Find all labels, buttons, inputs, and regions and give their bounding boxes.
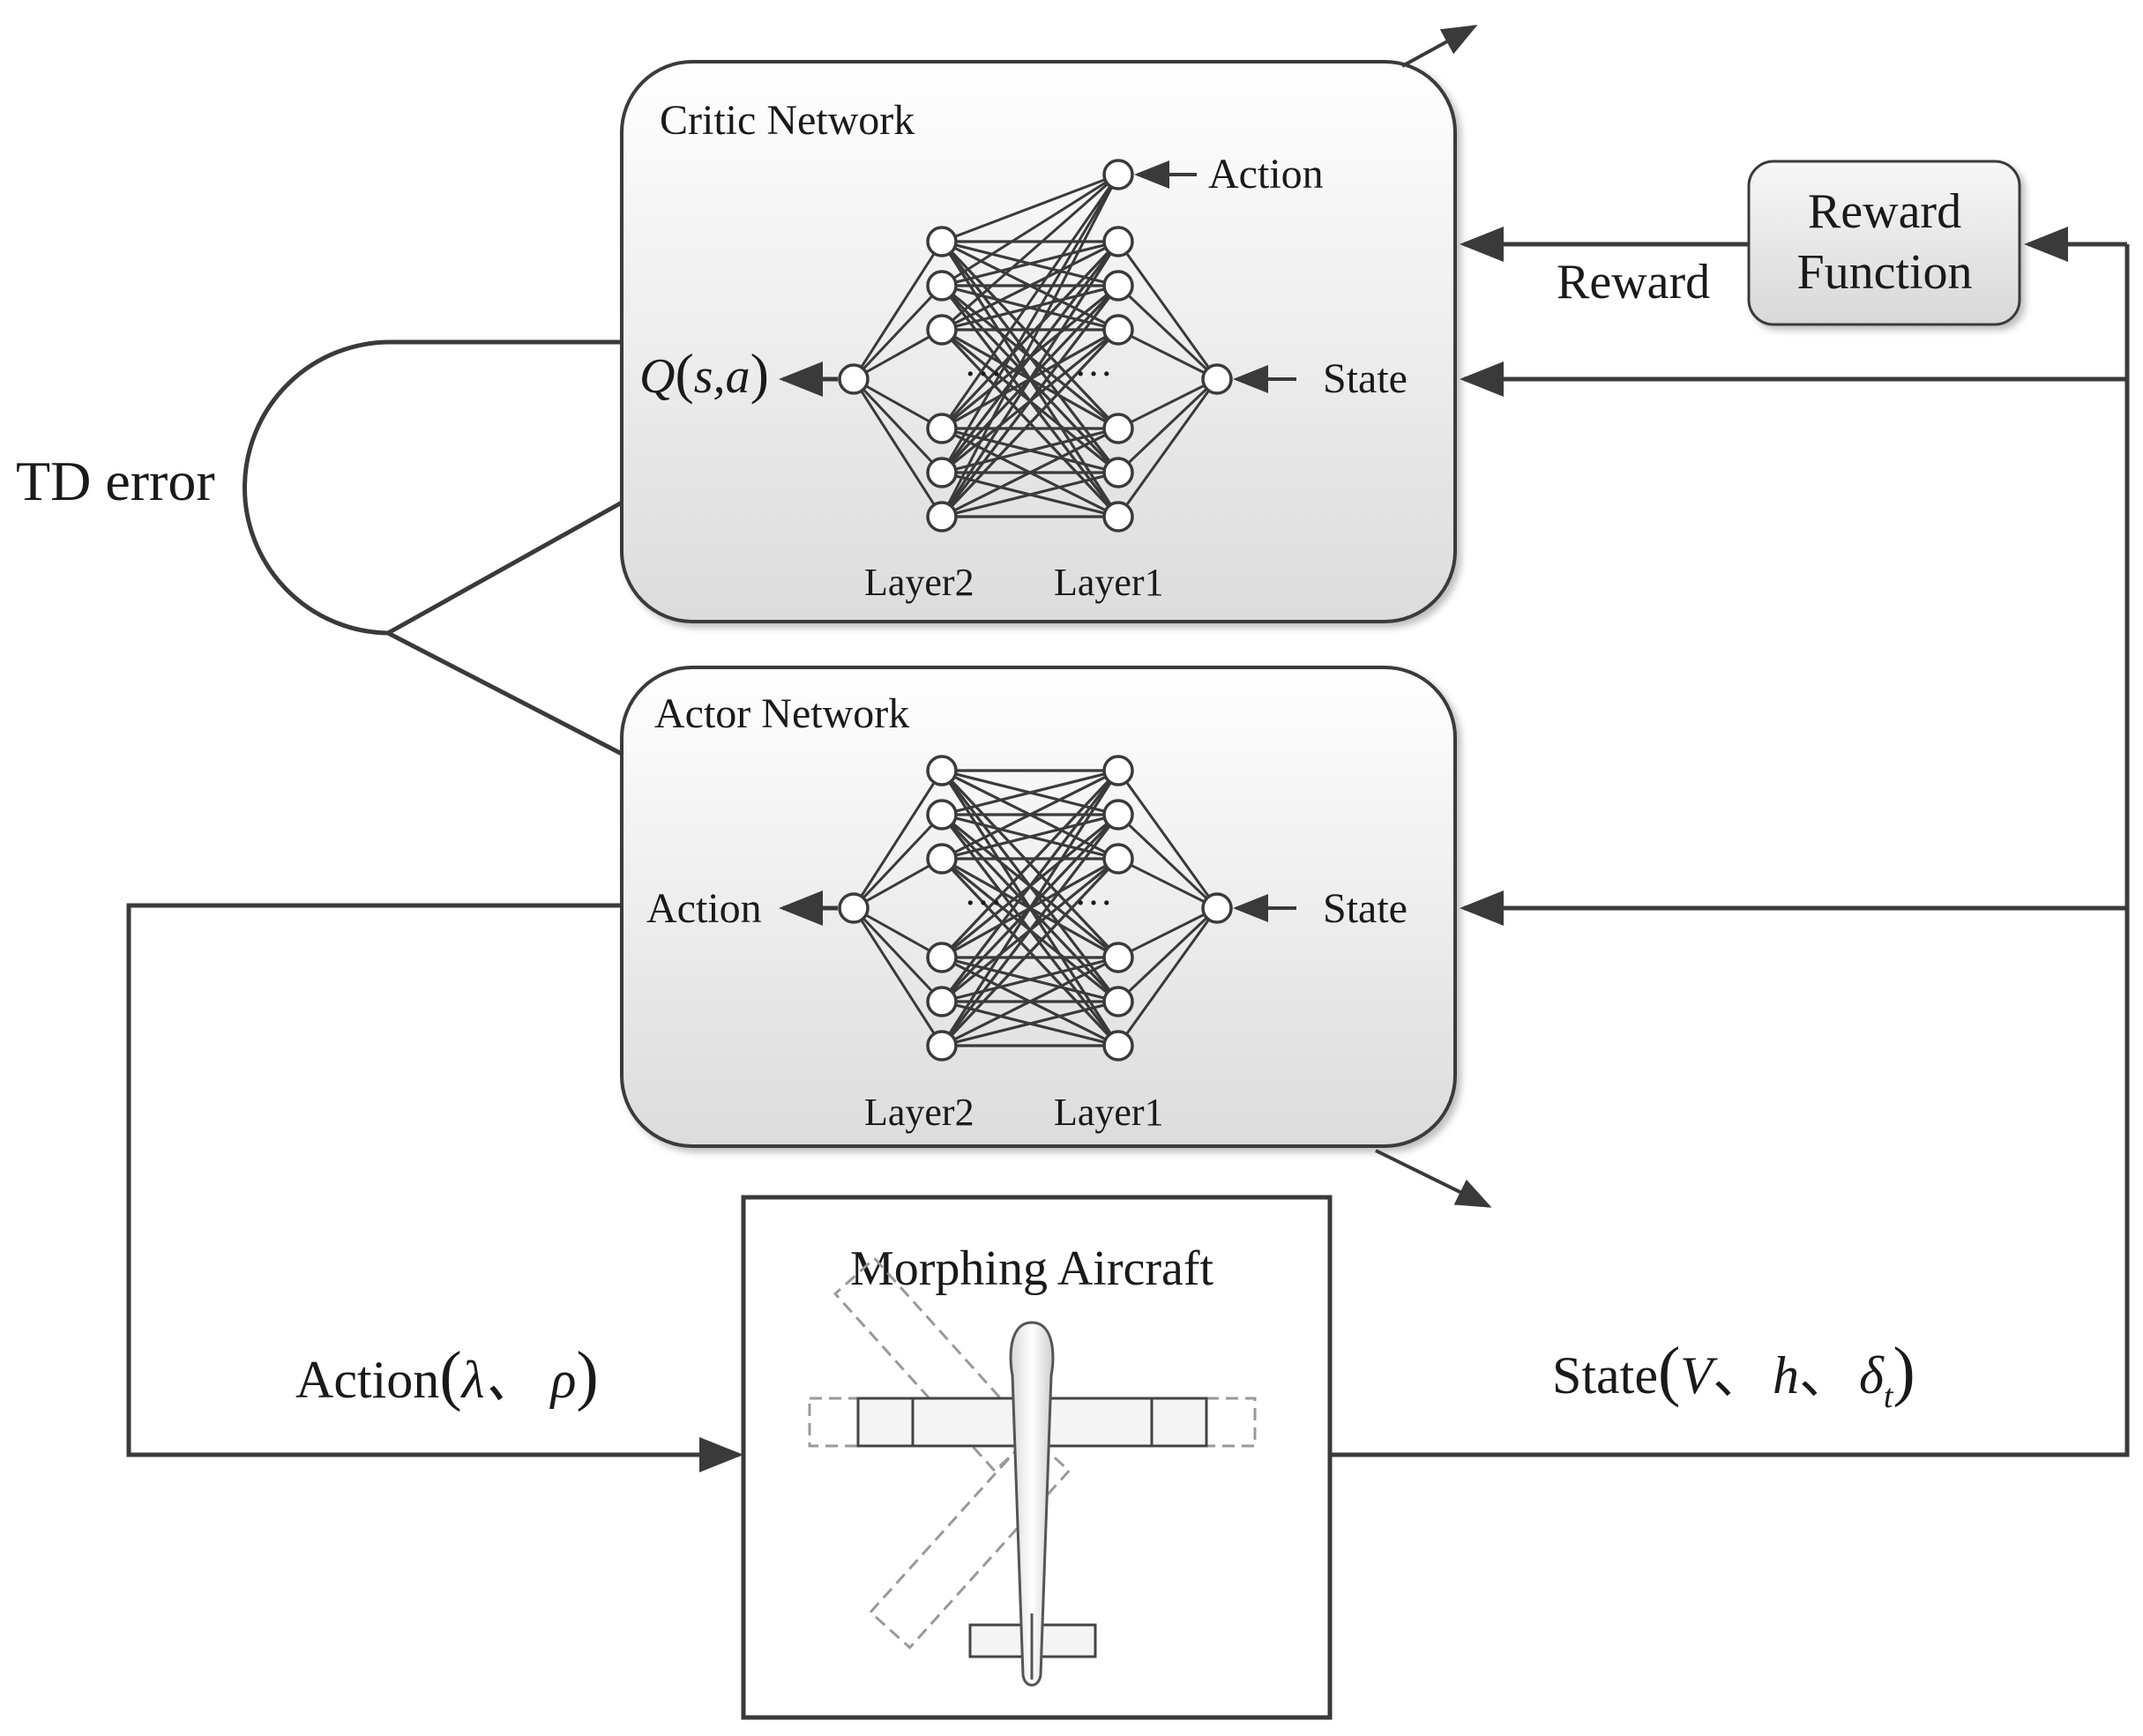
- actor-update-arrow: [1375, 1149, 1492, 1208]
- layer2-node: [926, 226, 958, 257]
- layer2-node: [926, 314, 958, 346]
- layer1-node: [1102, 942, 1134, 973]
- state-signal-word: State: [1552, 1346, 1658, 1404]
- layer2-node: [926, 501, 958, 533]
- q-args: s,a: [694, 349, 750, 404]
- layer1-node: [1102, 843, 1134, 875]
- ellipsis-marker: …: [1074, 341, 1113, 384]
- critic-q-output-label: Q(s,a): [639, 342, 769, 405]
- layer1-node: [1102, 986, 1134, 1017]
- critic-neural-net: ……: [838, 159, 1233, 533]
- wing-extension-right-outline: [1205, 1397, 1257, 1448]
- critic-network: Critic Network …… Q(s,a) Action State La…: [620, 60, 1457, 623]
- reward-function-line1: Reward: [1808, 184, 1961, 239]
- layer2-node: [926, 843, 958, 875]
- network-nodes: [838, 159, 1233, 533]
- critic-network-box: [620, 60, 1457, 623]
- action-signal-label: Action(λ、 ρ): [295, 1338, 599, 1412]
- output-node: [838, 892, 870, 924]
- layer1-node: [1102, 314, 1134, 346]
- layer1-node: [1102, 413, 1134, 444]
- state-var-v: V: [1680, 1346, 1718, 1404]
- state-var-delta-sub: t: [1884, 1378, 1894, 1415]
- q-letter: Q: [639, 349, 675, 404]
- layer2-node: [926, 986, 958, 1017]
- action-signal-word: Action: [295, 1351, 439, 1409]
- network-connections: [852, 769, 1219, 1047]
- reward-arrow-label: Reward: [1557, 255, 1710, 309]
- aircraft-icon: [808, 1256, 1257, 1687]
- td-error-label: TD error: [16, 450, 215, 512]
- layer1-node: [1102, 226, 1134, 257]
- layer2-node: [926, 1030, 958, 1062]
- ellipsis-marker: …: [964, 341, 1003, 384]
- fuselage: [1009, 1321, 1055, 1687]
- layer1-node: [1102, 799, 1134, 831]
- layer1-node: [1102, 501, 1134, 533]
- td-error-arc: [243, 339, 622, 636]
- state-feedback-bus: [1328, 227, 2130, 1457]
- actor-neural-net: ……: [838, 755, 1233, 1062]
- critic-state-input-label: State: [1323, 355, 1408, 402]
- layer2-node: [926, 799, 958, 831]
- layer2-node: [926, 270, 958, 302]
- ellipsis-marker: …: [964, 870, 1003, 913]
- state-sep-1: 、: [1713, 1346, 1766, 1404]
- action-input-node: [1102, 159, 1134, 190]
- morphing-aircraft-title: Morphing Aircraft: [850, 1241, 1214, 1296]
- critic-network-title: Critic Network: [660, 97, 915, 144]
- state-var-delta: δ: [1859, 1346, 1885, 1404]
- layer2-node: [926, 755, 958, 786]
- td-error-connector: [243, 339, 623, 756]
- layer1-node: [1102, 755, 1134, 786]
- critic-layer1-label: Layer1: [1054, 561, 1164, 604]
- ellipsis-marker: …: [1074, 870, 1113, 913]
- state-var-h: h: [1773, 1346, 1799, 1404]
- layer1-node: [1102, 1030, 1134, 1062]
- morphing-aircraft: Morphing Aircraft: [741, 1195, 1333, 1720]
- critic-update-arrow: [1401, 25, 1478, 68]
- input-node: [1201, 363, 1233, 395]
- layer2-node: [926, 942, 958, 973]
- actor-network: Actor Network …… Action State Layer2 Lay…: [620, 666, 1457, 1148]
- reward-function: Reward Function: [1747, 160, 2021, 326]
- td-error-critic-branch: [386, 500, 623, 636]
- layer1-node: [1102, 270, 1134, 302]
- layer2-node: [926, 457, 958, 488]
- network-nodes: [838, 755, 1233, 1062]
- actor-network-title: Actor Network: [654, 690, 909, 737]
- state-bus-main: [1328, 244, 2130, 1457]
- output-node: [838, 363, 870, 395]
- wing-extension-left-outline: [808, 1397, 860, 1448]
- action-signal-vars: λ、 ρ: [460, 1351, 577, 1409]
- reward-function-line2: Function: [1796, 245, 1972, 300]
- layer2-node: [926, 413, 958, 444]
- layer1-node: [1102, 457, 1134, 488]
- network-connections: [852, 173, 1219, 518]
- input-node: [1201, 892, 1233, 924]
- td-error-actor-branch: [386, 630, 623, 756]
- actor-layer1-label: Layer1: [1054, 1091, 1164, 1134]
- actor-state-input-label: State: [1323, 885, 1408, 932]
- actor-action-output-label: Action: [646, 885, 762, 932]
- critic-layer2-label: Layer2: [864, 561, 974, 604]
- action-loop-line: [126, 903, 743, 1472]
- state-sep-2: 、: [1799, 1346, 1852, 1404]
- state-signal-label: State(V、h、δt): [1552, 1334, 1915, 1415]
- critic-action-input-label: Action: [1208, 151, 1324, 197]
- actor-layer2-label: Layer2: [864, 1091, 974, 1134]
